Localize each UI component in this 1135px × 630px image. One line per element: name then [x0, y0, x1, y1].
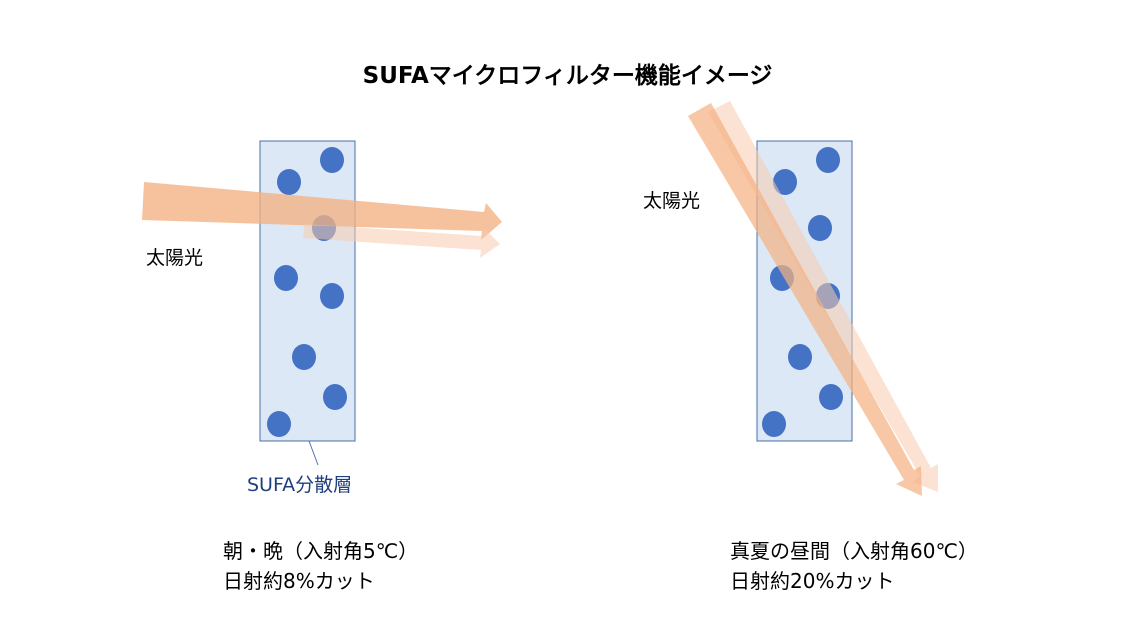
particle [788, 344, 812, 370]
caption-left: 朝・晩（入射角5℃） 日射約8%カット [223, 536, 418, 596]
caption-right: 真夏の昼間（入射角60℃） 日射約20%カット [730, 536, 978, 596]
scattered-beam-right [708, 101, 938, 492]
particle [320, 283, 344, 309]
particle [292, 344, 316, 370]
sufa-layer-label: SUFA分散層 [247, 474, 353, 496]
diagram-title: SUFAマイクロフィルター機能イメージ [362, 63, 773, 89]
scattered-beam-left [303, 224, 500, 258]
particle [274, 265, 298, 291]
particle [762, 411, 786, 437]
caption-right-line2: 日射約20%カット [730, 569, 895, 593]
particle [816, 147, 840, 173]
caption-right-line1: 真夏の昼間（入射角60℃） [730, 539, 978, 563]
caption-left-line2: 日射約8%カット [223, 569, 375, 593]
particle [320, 147, 344, 173]
particle [323, 384, 347, 410]
particle [277, 169, 301, 195]
sunlight-beam-right [688, 103, 922, 496]
sunlight-label-left: 太陽光 [146, 247, 204, 269]
particle [808, 215, 832, 241]
callout-line [308, 440, 319, 466]
particles-left [267, 147, 347, 437]
sunlight-label-right: 太陽光 [643, 190, 701, 212]
particle [267, 411, 291, 437]
particle [819, 384, 843, 410]
particle [773, 169, 797, 195]
caption-left-line1: 朝・晩（入射角5℃） [223, 539, 419, 563]
sunlight-beam-left [142, 182, 502, 240]
